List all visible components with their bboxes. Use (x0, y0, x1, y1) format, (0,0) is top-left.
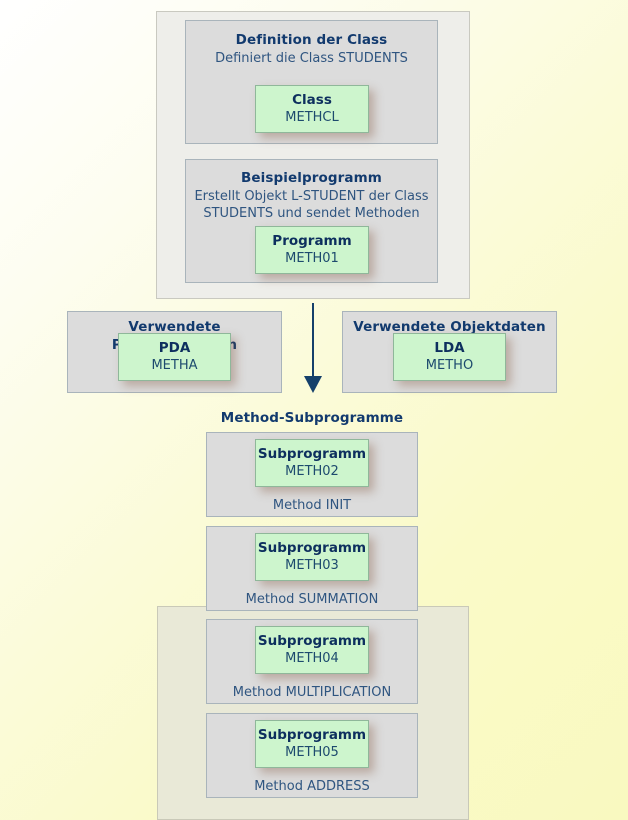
subprogramm-meth05-box-member: METH05 (285, 745, 339, 760)
subprogramm-meth02-box-title: Subprogramm (257, 446, 367, 462)
programm-meth01-box[interactable]: Programm METH01 (255, 226, 369, 274)
class-methcl-box-title: Class (292, 92, 332, 108)
subprogramm-meth04-box-member: METH04 (285, 651, 339, 666)
lda-metho-box-title: LDA (434, 340, 465, 356)
programm-meth01-box-member: METH01 (285, 251, 339, 266)
pda-metha-box[interactable]: PDA METHA (118, 333, 231, 381)
arrow-down-icon (304, 303, 322, 393)
programm-meth01-box-title: Programm (272, 233, 352, 249)
subprogramm-meth03-box-member: METH03 (285, 558, 339, 573)
subprogram-caption-meth05: Method ADDRESS (254, 779, 370, 794)
definition-der-class-description: Definiert die Class STUDENTS (215, 51, 408, 66)
pda-metha-box-title: PDA (158, 340, 191, 356)
beispielprogramm-description-line1: Erstellt Objekt L-STUDENT der Class (194, 189, 429, 204)
flow-arrow (300, 303, 326, 393)
lda-metho-box-member: METHO (425, 358, 474, 373)
subprogram-caption-meth02: Method INIT (272, 498, 352, 513)
subprogramm-meth03-box[interactable]: Subprogramm METH03 (255, 533, 369, 581)
subprogram-caption-meth03: Method SUMMATION (245, 592, 379, 607)
subprogramm-meth05-box[interactable]: Subprogramm METH05 (255, 720, 369, 768)
subprogramm-meth05-box-title: Subprogramm (257, 727, 367, 743)
class-methcl-box-member: METHCL (285, 110, 339, 125)
definition-der-class-title: Definition der Class (235, 32, 388, 48)
method-subprogramme-heading: Method-Subprogramme (220, 410, 404, 426)
lda-metho-box[interactable]: LDA METHO (393, 333, 506, 381)
subprogramm-meth03-box-title: Subprogramm (257, 540, 367, 556)
subprogramm-meth02-box[interactable]: Subprogramm METH02 (255, 439, 369, 487)
subprogramm-meth04-box-title: Subprogramm (257, 633, 367, 649)
beispielprogramm-description-line2: STUDENTS und sendet Methoden (203, 206, 420, 221)
subprogramm-meth02-box-member: METH02 (285, 464, 339, 479)
beispielprogramm-title: Beispielprogramm (241, 170, 382, 186)
class-methcl-box[interactable]: Class METHCL (255, 85, 369, 133)
subprogramm-meth04-box[interactable]: Subprogramm METH04 (255, 626, 369, 674)
subprogram-caption-meth04: Method MULTIPLICATION (232, 685, 392, 700)
pda-metha-box-member: METHA (151, 358, 198, 373)
verwendete-objektdaten-title: Verwendete Objektdaten (353, 319, 546, 335)
